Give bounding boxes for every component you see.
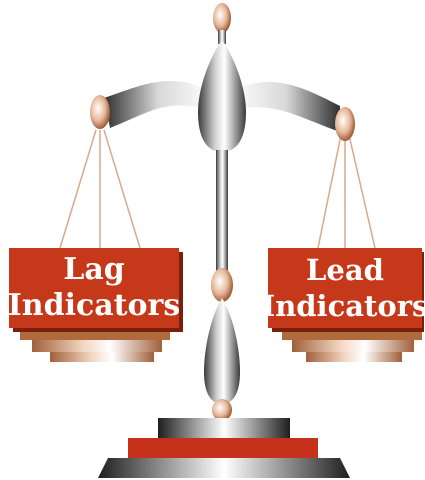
finial-neck bbox=[218, 30, 226, 44]
lower-bulb bbox=[204, 298, 240, 404]
right-pan-strings bbox=[317, 134, 376, 249]
upper-bulb bbox=[198, 40, 246, 152]
lead-indicators-label: Lead Indicators bbox=[262, 248, 425, 328]
top-finial bbox=[213, 3, 231, 33]
central-column bbox=[216, 150, 228, 280]
base-bottom-tier bbox=[98, 458, 350, 478]
base-middle-tier bbox=[128, 438, 318, 458]
left-pan-dish bbox=[20, 328, 170, 362]
left-arm bbox=[104, 81, 212, 128]
right-sign-board bbox=[268, 248, 422, 328]
lead-line-1: Lead bbox=[306, 253, 384, 287]
lag-line-2: Indicators bbox=[7, 288, 181, 323]
right-arm bbox=[232, 81, 340, 132]
bottom-knob bbox=[212, 399, 232, 421]
right-arm-knob bbox=[335, 107, 355, 141]
right-pan-dish bbox=[282, 328, 422, 362]
left-sign-board bbox=[9, 248, 179, 328]
mid-knob bbox=[211, 268, 233, 302]
lag-line-1: Lag bbox=[63, 252, 125, 287]
left-pan-strings bbox=[59, 129, 141, 249]
lag-indicators-label: Lag Indicators bbox=[7, 248, 181, 328]
base-top-tier bbox=[158, 418, 290, 438]
left-arm-knob bbox=[90, 95, 110, 129]
lead-line-2: Indicators bbox=[261, 289, 425, 323]
